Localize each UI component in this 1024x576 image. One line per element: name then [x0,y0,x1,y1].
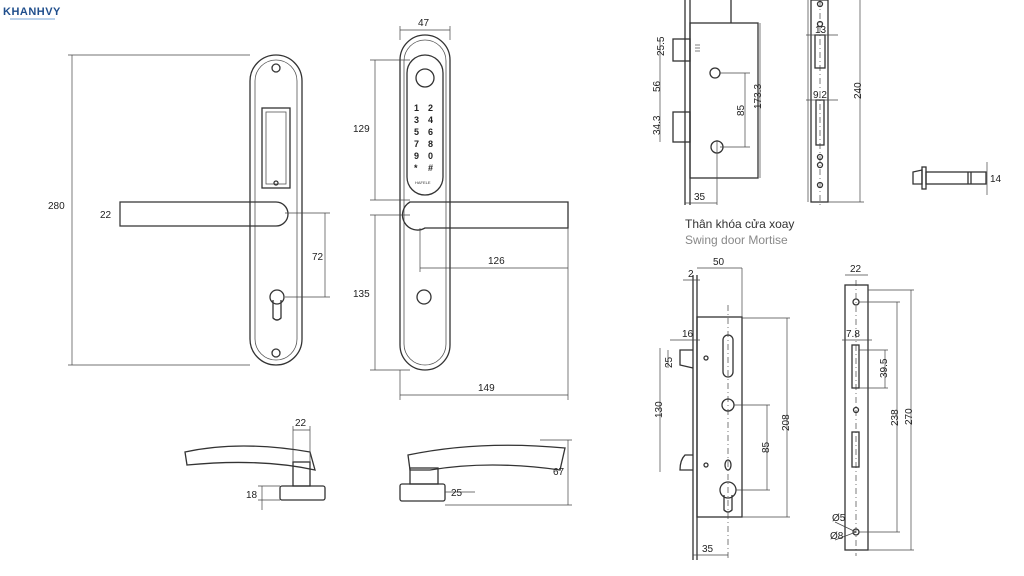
key-1: 1 [414,103,419,113]
caption-vietnamese: Thân khóa cửa xoay [685,217,794,231]
dim-hole-d5: Ø5 [832,513,846,524]
dim-lever-to-cylinder: 72 [312,252,324,263]
handle-side-right-view: 67 25 [399,439,572,506]
dim-overall-width: 149 [478,383,495,394]
dim-lower-height: 135 [353,289,370,300]
dim-height: 67 [553,467,565,478]
swing-mortise-view: 25.5 56 34.3 85 173.3 35 13 9.2 240 14 T… [652,0,1002,247]
key-cover [416,289,432,305]
keypad: 1 2 3 4 5 6 7 8 9 0 * # [414,103,433,173]
front-plate-view: 280 22 72 [48,54,330,366]
key-9: 9 [414,151,419,161]
handle-side-left-view: 22 18 [184,418,326,510]
dim-center: 85 [761,441,772,453]
panel-brand: HAFELE [415,180,431,185]
dim-backset: 35 [694,192,706,203]
brand-logo: KHANHVY [3,6,61,20]
dim-rose-height: 18 [246,490,258,501]
dim-upper-height: 129 [353,124,370,135]
key-hash: # [428,163,433,173]
key-7: 7 [414,139,419,149]
smart-panel-view: 1 2 3 4 5 6 7 8 9 0 * # HAFELE 47 129 13… [353,18,569,400]
dim-body: 173.3 [753,84,764,109]
lever-handle [119,201,289,227]
dim-backset: 35 [702,544,714,555]
key-5: 5 [414,127,419,137]
dim-rose-width: 25 [451,488,463,499]
dim-hook: 16 [682,329,694,340]
dim-face-mid: 9.2 [813,90,827,101]
dim-depth: 50 [713,257,725,268]
dim-slot-width: 7.8 [846,329,860,340]
key-6: 6 [428,127,433,137]
key-2: 2 [428,103,433,113]
key-4: 4 [428,115,433,125]
sliding-mortise-view: 50 2 16 25 130 208 85 35 22 7.8 39.5 238… [654,257,915,560]
logo-text: KHANHVY [3,6,61,18]
dim-top-width: 22 [295,418,307,429]
dim-lever-thickness: 22 [100,210,112,221]
dim-spindle: 14 [990,174,1002,185]
dim-face: 2 [688,269,694,280]
key-0: 0 [428,151,433,161]
fingerprint-sensor [415,68,435,88]
dim-hook-gap: 25 [664,356,675,368]
dim-body: 208 [781,414,792,431]
lever-handle [401,201,569,231]
dim-face-length: 270 [904,408,915,425]
dim-hole-span: 238 [890,409,901,426]
dim-slot-height: 39.5 [879,358,890,378]
dim-hook-span: 130 [654,401,665,418]
key-star: * [414,163,418,173]
dim-bolt: 34.3 [652,115,663,135]
dim-face-length: 240 [853,82,864,99]
dim-face-width: 22 [850,264,862,275]
key-8: 8 [428,139,433,149]
cylinder-hole [269,289,285,305]
dim-face-top: 13 [815,25,827,36]
key-3: 3 [414,115,419,125]
dim-hole-d8: Ø8 [830,531,844,542]
dim-lever-length: 126 [488,256,505,267]
dim-latch-to-bolt: 56 [652,80,663,92]
dim-panel-width: 47 [418,18,430,29]
dim-plate-height: 280 [48,201,65,212]
dim-center: 85 [736,104,747,116]
dim-latch: 25.5 [656,36,667,56]
caption-english: Swing door Mortise [685,233,788,247]
